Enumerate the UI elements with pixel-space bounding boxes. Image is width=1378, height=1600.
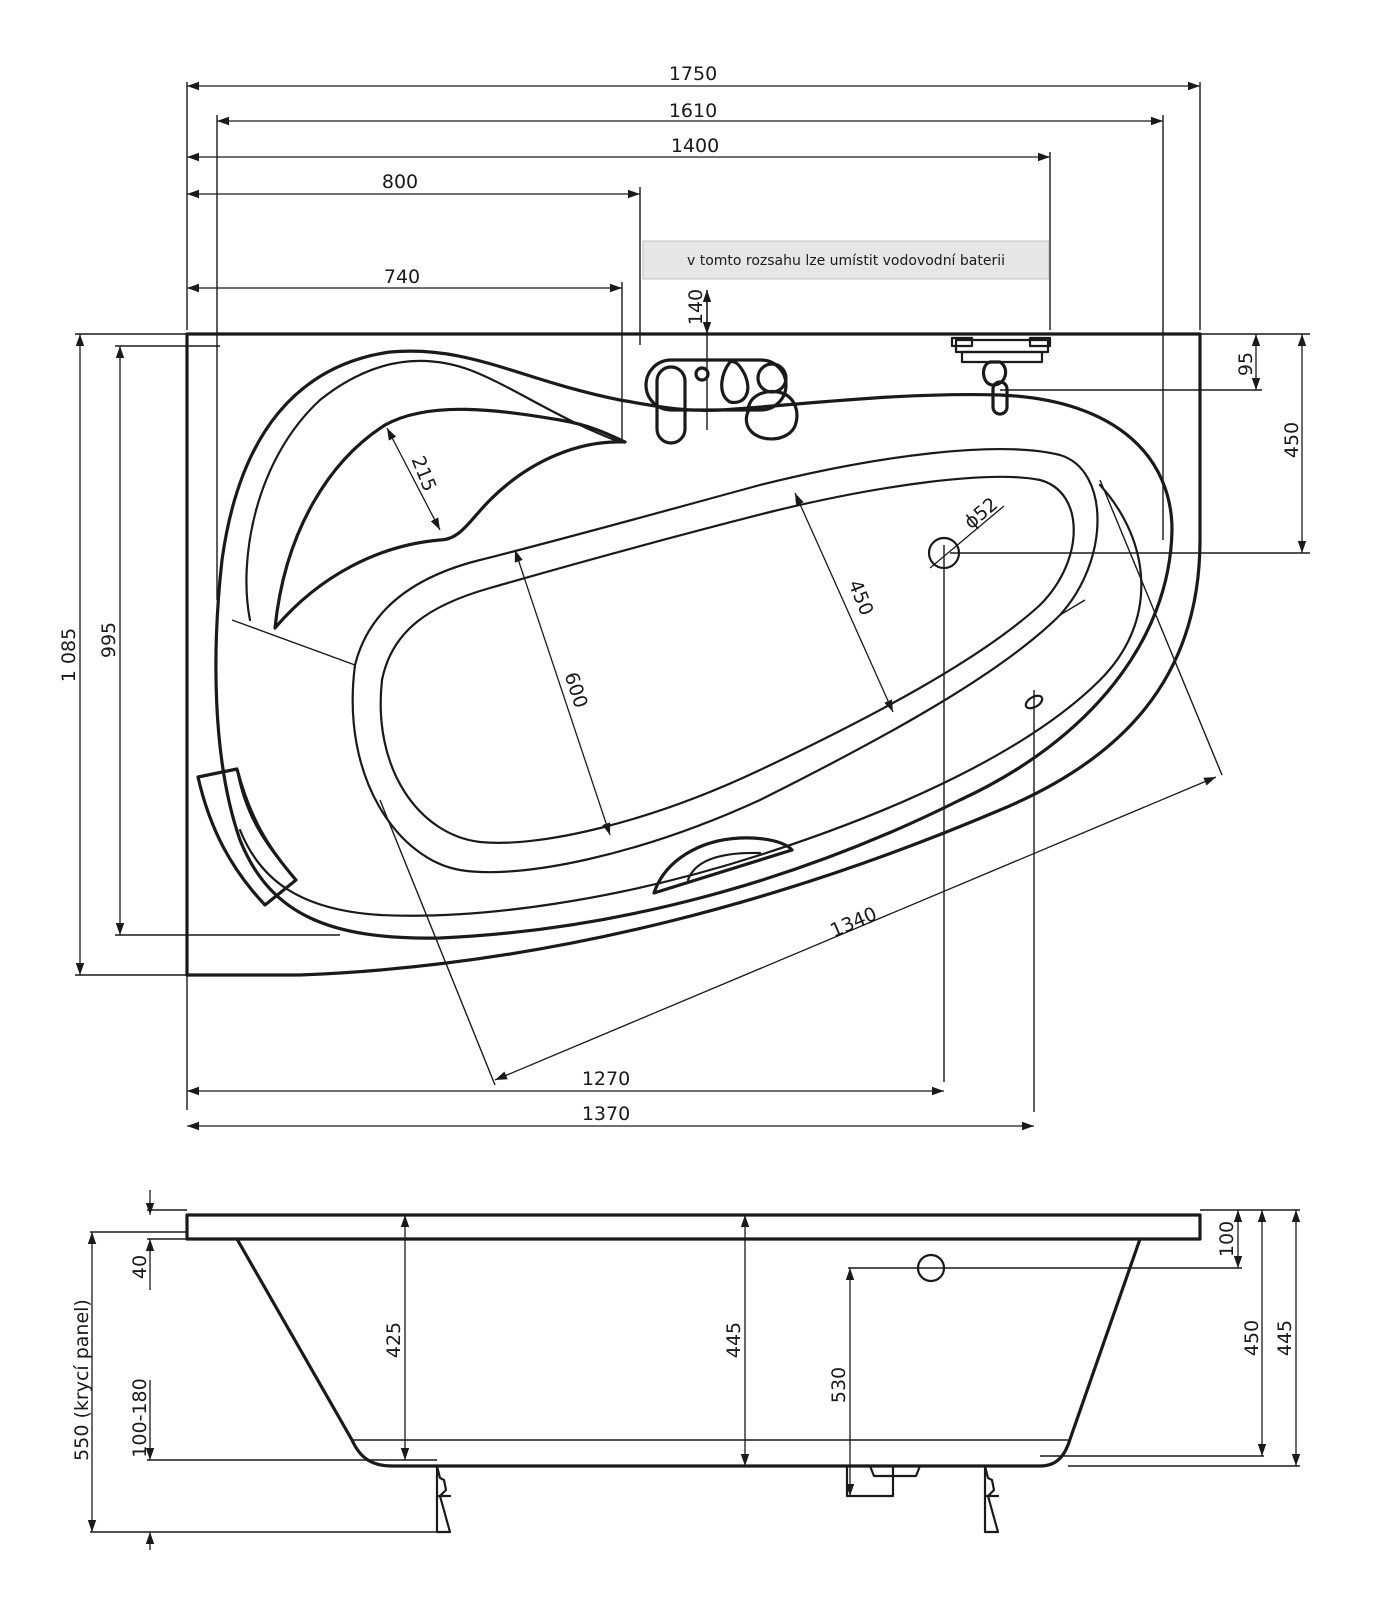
extension-lines bbox=[75, 82, 1310, 1112]
shower-mount-base bbox=[960, 350, 1044, 364]
dim-600-label: 600 bbox=[560, 670, 592, 711]
shower-mount-cap-left bbox=[950, 336, 974, 348]
side-view: 40 550 (krycí panel) 100-180 425 445 530… bbox=[71, 1190, 1301, 1550]
dim-phi52-label: ϕ52 bbox=[960, 493, 1002, 533]
phi52-leader bbox=[929, 505, 1005, 569]
dim-450-right-label: 450 bbox=[1281, 422, 1303, 458]
faucet-lever bbox=[655, 365, 687, 445]
dim-legs-label: 100-180 bbox=[129, 1378, 151, 1457]
pull-handle-inner bbox=[686, 851, 762, 882]
ext-1340-left bbox=[379, 799, 496, 1086]
dim-600-line bbox=[514, 549, 611, 836]
faucet-set bbox=[644, 358, 799, 445]
basin-divider-left bbox=[231, 619, 356, 666]
armrest-handle bbox=[196, 767, 298, 907]
dim-1085-label: 1 085 bbox=[58, 628, 80, 682]
top-view: v tomto rozsahu lze umístit vodovodní ba… bbox=[58, 63, 1310, 1131]
armrest-inner bbox=[235, 767, 298, 882]
side-body bbox=[235, 1237, 1142, 1468]
dim-450-inner-line bbox=[794, 492, 894, 713]
dim-40-label: 40 bbox=[129, 1255, 151, 1279]
faucet-shower-holder bbox=[744, 389, 799, 441]
basin-divider-right bbox=[1059, 599, 1086, 616]
dim-1610-label: 1610 bbox=[669, 100, 717, 122]
dim-450-side-label: 450 bbox=[1241, 1320, 1263, 1356]
dim-740-label: 740 bbox=[384, 266, 420, 288]
pull-handle bbox=[652, 836, 794, 895]
note-box bbox=[642, 240, 1050, 280]
dim-425-label: 425 bbox=[383, 1322, 405, 1358]
tub-rim bbox=[185, 332, 1202, 977]
side-dimensions-top: 1 085 995 450 95 140 bbox=[58, 289, 1307, 975]
bowl-inner-ledge bbox=[238, 359, 1143, 917]
side-extension-lines bbox=[90, 1209, 1300, 1533]
dim-530-label: 530 bbox=[828, 1367, 850, 1403]
dim-1270-label: 1270 bbox=[582, 1068, 630, 1090]
shower-mount-cap-right bbox=[1028, 336, 1052, 348]
inner-basin-inner bbox=[379, 475, 1075, 844]
overflow-slot bbox=[1024, 694, 1044, 710]
side-rim bbox=[185, 1213, 1202, 1241]
top-dimensions: 1750 1610 1400 800 740 1270 1370 bbox=[187, 63, 1200, 1131]
faucet-spout bbox=[720, 359, 750, 404]
dim-215-line bbox=[386, 427, 441, 531]
dim-995-label: 995 bbox=[98, 622, 120, 658]
dim-95-label: 95 bbox=[1235, 352, 1257, 376]
dim-100-label: 100 bbox=[1216, 1221, 1238, 1257]
shower-mount bbox=[950, 336, 1052, 416]
dim-550-label: 550 (krycí panel) bbox=[71, 1299, 93, 1461]
dim-445-side-label: 445 bbox=[1274, 1320, 1296, 1356]
leg-right bbox=[983, 1464, 1000, 1534]
shower-mount-handle bbox=[991, 380, 1009, 416]
inner-basin-outer bbox=[351, 448, 1099, 874]
side-drain-pipe bbox=[868, 1464, 922, 1478]
leg-left bbox=[435, 1464, 452, 1534]
dim-1750-label: 1750 bbox=[669, 63, 717, 85]
faucet-body-left bbox=[644, 358, 788, 412]
faucet-center-dot bbox=[694, 366, 710, 382]
dim-1370-label: 1370 bbox=[582, 1103, 630, 1125]
dim-800-label: 800 bbox=[382, 171, 418, 193]
dim-445-center-label: 445 bbox=[723, 1322, 745, 1358]
faucet-range-note: v tomto rozsahu lze umístit vodovodní ba… bbox=[642, 240, 1050, 280]
faucet-knob bbox=[756, 362, 788, 394]
side-drain bbox=[845, 1464, 895, 1498]
ext-1340-right bbox=[1099, 479, 1223, 776]
headrest bbox=[273, 407, 627, 630]
note-text: v tomto rozsahu lze umístit vodovodní ba… bbox=[687, 253, 1005, 269]
dim-1400-label: 1400 bbox=[671, 135, 719, 157]
dim-1340-line bbox=[494, 776, 1217, 1081]
dim-1340-label: 1340 bbox=[827, 903, 880, 942]
drain-icon bbox=[927, 536, 961, 570]
dim-140-label: 140 bbox=[685, 289, 707, 325]
dim-215-label: 215 bbox=[407, 453, 441, 495]
